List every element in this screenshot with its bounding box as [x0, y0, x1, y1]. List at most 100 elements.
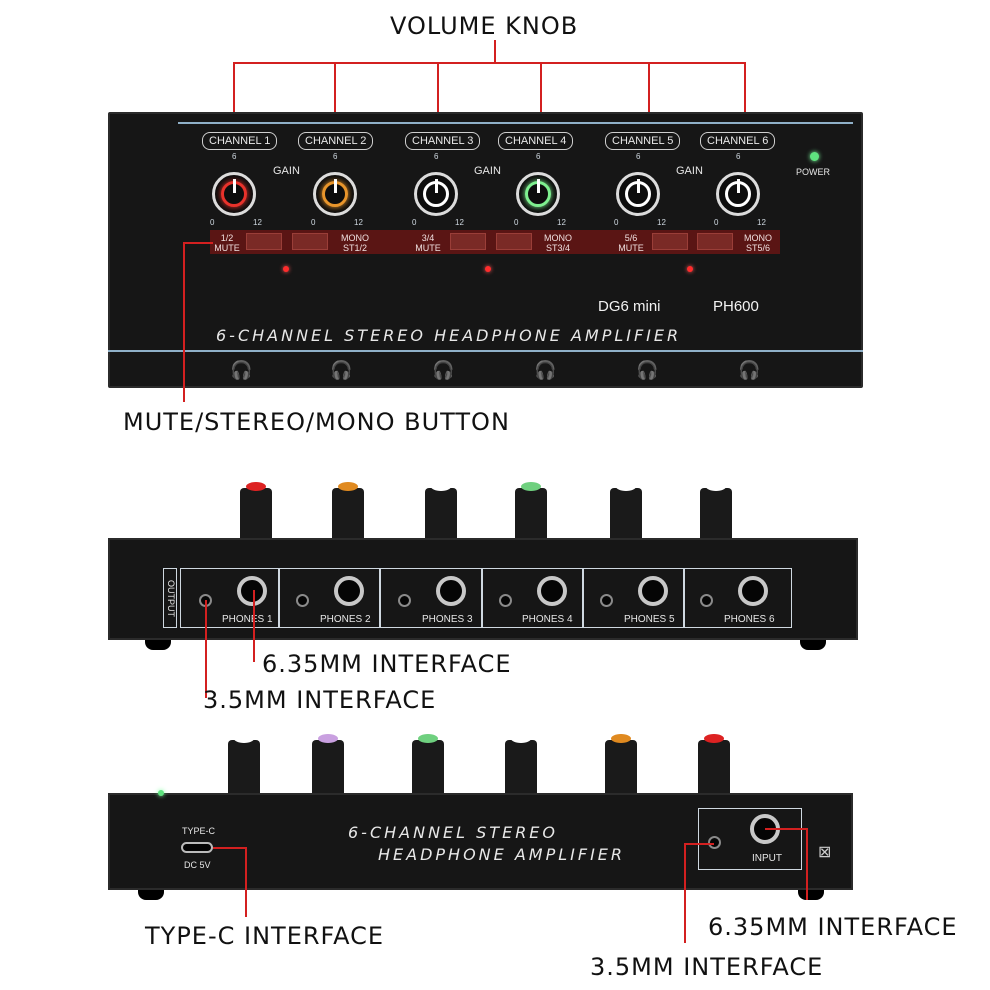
volume-knob-2[interactable]: [313, 172, 357, 216]
tick-min-4: 0: [514, 218, 519, 227]
front-knob-2: [332, 482, 364, 544]
top-panel-frame: [178, 122, 853, 124]
phones-5-label: PHONES 5: [624, 614, 675, 625]
front-foot-right: [800, 640, 826, 650]
mute-label-12: 1/2 MUTE: [214, 233, 240, 253]
phones-1-label: PHONES 1: [222, 614, 273, 625]
back-knob-3: [412, 734, 444, 798]
back-knob-6: [698, 734, 730, 798]
typec-port[interactable]: [181, 842, 213, 853]
volume-knob-leader: [233, 62, 746, 64]
tick-mid-6: 6: [736, 152, 741, 161]
back-foot-right: [798, 890, 824, 900]
phones-3-label: PHONES 3: [422, 614, 473, 625]
back-knob-4: [505, 734, 537, 798]
volume-knob-1[interactable]: [212, 172, 256, 216]
front-panel: [108, 538, 858, 640]
mute-button-34[interactable]: [450, 233, 486, 250]
mono-label-12: MONO ST1/2: [341, 233, 369, 253]
jack-635-2[interactable]: [334, 576, 364, 606]
volume-knob-3[interactable]: [414, 172, 458, 216]
model-code: PH600: [713, 298, 759, 315]
channel-6-label: CHANNEL 6: [700, 132, 776, 150]
mono-label-56: MONO ST5/6: [744, 233, 772, 253]
front-knob-1: [240, 482, 272, 544]
front-635-leader: [253, 590, 255, 662]
jack-35-6[interactable]: [700, 594, 713, 607]
front-635-callout: 6.35MM INTERFACE: [262, 650, 512, 678]
model-name: DG6 mini: [598, 298, 661, 315]
gain-label-3: GAIN: [676, 165, 703, 177]
jack-635-1[interactable]: [237, 576, 267, 606]
typec-label: TYPE-C: [182, 826, 216, 836]
jack-635-5[interactable]: [638, 576, 668, 606]
mute-button-12[interactable]: [246, 233, 282, 250]
jack-35-5[interactable]: [600, 594, 613, 607]
phones-6-label: PHONES 6: [724, 614, 775, 625]
back-35-callout: 3.5MM INTERFACE: [590, 953, 824, 981]
jack-35-2[interactable]: [296, 594, 309, 607]
headphone-icon: 🎧: [534, 360, 557, 380]
front-35-callout: 3.5MM INTERFACE: [203, 686, 437, 714]
typec-leader: [213, 847, 246, 849]
back-panel: [108, 793, 853, 890]
input-label: INPUT: [752, 853, 782, 864]
jack-635-6[interactable]: [738, 576, 768, 606]
input-jack-35[interactable]: [708, 836, 721, 849]
power-label: POWER: [796, 167, 831, 177]
channel-4-label: CHANNEL 4: [498, 132, 574, 150]
jack-635-4[interactable]: [537, 576, 567, 606]
channel-3-label: CHANNEL 3: [405, 132, 481, 150]
tick-min-2: 0: [311, 218, 316, 227]
headphone-icon: 🎧: [330, 360, 353, 380]
front-knob-5: [610, 482, 642, 544]
channel-5-label: CHANNEL 5: [605, 132, 681, 150]
headphone-icon: 🎧: [230, 360, 253, 380]
channel-2-label: CHANNEL 2: [298, 132, 374, 150]
tick-min-3: 0: [412, 218, 417, 227]
mono-button-34[interactable]: [496, 233, 532, 250]
volume-knob-4[interactable]: [516, 172, 560, 216]
front-knob-6: [700, 482, 732, 544]
mute-led-12: [283, 266, 289, 272]
back-635-callout: 6.35MM INTERFACE: [708, 913, 958, 941]
mono-button-56[interactable]: [697, 233, 733, 250]
headphone-icon: 🎧: [432, 360, 455, 380]
back-power-led: [158, 790, 164, 796]
front-knob-4: [515, 482, 547, 544]
tick-max-2: 12: [354, 218, 363, 227]
headphone-icon: 🎧: [636, 360, 659, 380]
front-foot-left: [145, 640, 171, 650]
volume-knob-6[interactable]: [716, 172, 760, 216]
dc-label: DC 5V: [184, 860, 211, 870]
gain-label-1: GAIN: [273, 165, 300, 177]
tick-max-4: 12: [557, 218, 566, 227]
back-title-line1: 6-CHANNEL STEREO: [348, 823, 559, 842]
gain-label-2: GAIN: [474, 165, 501, 177]
volume-knob-5[interactable]: [616, 172, 660, 216]
tick-mid-2: 6: [333, 152, 338, 161]
output-box: [180, 568, 792, 628]
phones-2-label: PHONES 2: [320, 614, 371, 625]
jack-35-4[interactable]: [499, 594, 512, 607]
front-knob-3: [425, 482, 457, 544]
back-knob-5: [605, 734, 637, 798]
mono-button-12[interactable]: [292, 233, 328, 250]
mute-button-56[interactable]: [652, 233, 688, 250]
back-foot-left: [138, 890, 164, 900]
mute-button-callout: MUTE/STEREO/MONO BUTTON: [123, 408, 510, 436]
channel-1-label: CHANNEL 1: [202, 132, 278, 150]
mute-label-34: 3/4 MUTE: [415, 233, 441, 253]
jack-35-3[interactable]: [398, 594, 411, 607]
tick-max-1: 12: [253, 218, 262, 227]
tick-min-5: 0: [614, 218, 619, 227]
power-led: [810, 152, 819, 161]
back-635-leader: [765, 828, 808, 830]
amplifier-title: 6-CHANNEL STEREO HEADPHONE AMPLIFIER: [216, 326, 682, 345]
mono-label-34: MONO ST3/4: [544, 233, 572, 253]
tick-mid-4: 6: [536, 152, 541, 161]
jack-635-3[interactable]: [436, 576, 466, 606]
tick-max-5: 12: [657, 218, 666, 227]
tick-mid-1: 6: [232, 152, 237, 161]
back-title-line2: HEADPHONE AMPLIFIER: [378, 845, 626, 864]
